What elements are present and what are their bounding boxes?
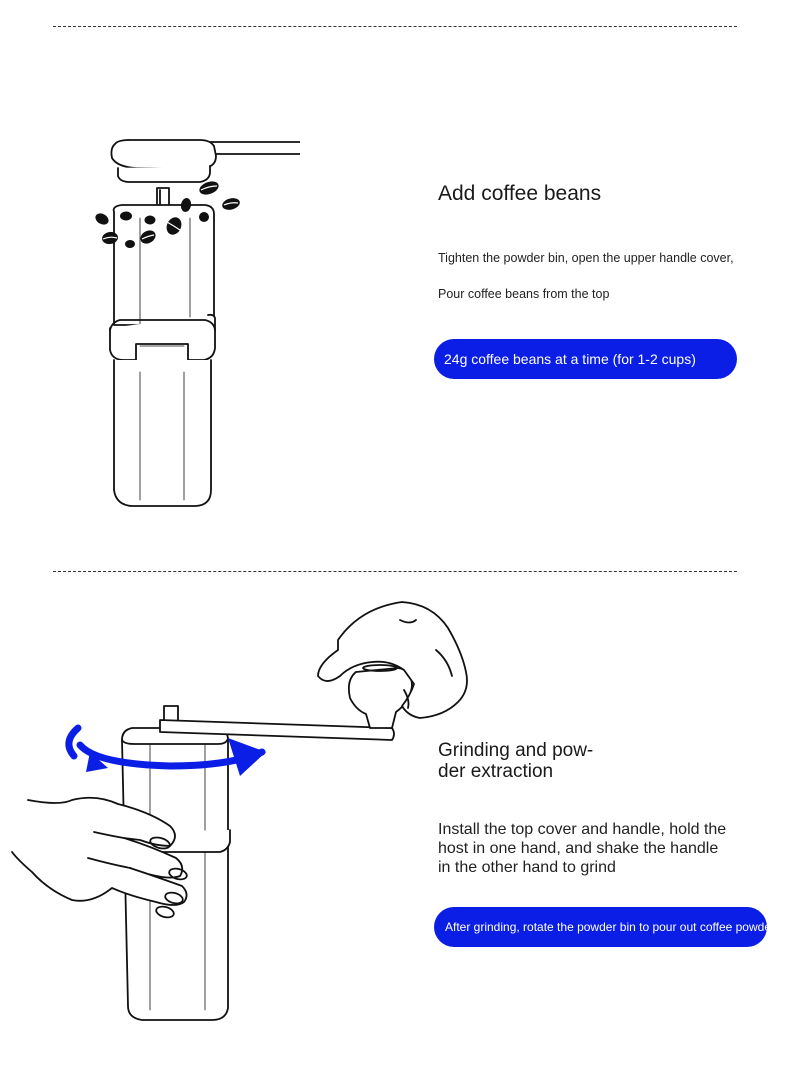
step2-badge: After grinding, rotate the powder bin to… [434,907,767,947]
step1-title: Add coffee beans [438,182,602,205]
step1-description-2: Pour coffee beans from the top [438,287,610,301]
step2-title-line2: der extraction [438,761,554,782]
coffee-grinder-with-beans-icon [95,139,300,507]
step2-description: Install the top cover and handle, hold t… [438,821,727,876]
step1-description-1: Tighten the powder bin, open the upper h… [438,251,734,265]
rotate-arrow-icon [65,724,266,776]
step2-badge-text: After grinding, rotate the powder bin to… [445,920,767,934]
hand-turning-grinder-handle-icon [11,601,468,1021]
step2-title-line1: Grinding and pow- [438,740,594,761]
section-divider-middle [53,571,737,572]
section-divider-top [53,26,737,27]
step1-badge-text: 24g coffee beans at a time (for 1-2 cups… [444,351,696,367]
step1-badge: 24g coffee beans at a time (for 1-2 cups… [434,339,737,379]
